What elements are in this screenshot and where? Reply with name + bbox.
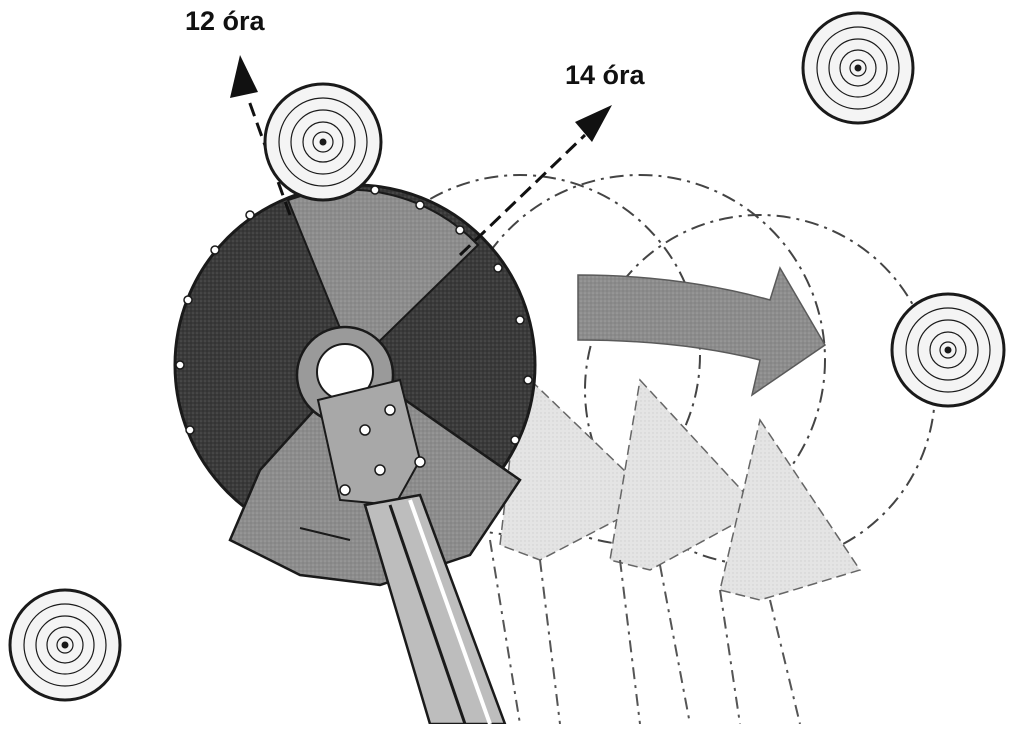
- arrow-14-oclock: [458, 105, 612, 257]
- arrow-12-oclock: [230, 55, 292, 216]
- gear-head: [295, 325, 426, 507]
- tree-log-cross-section-icon: [801, 11, 915, 125]
- label-12-ora: 12 óra: [185, 6, 265, 36]
- ghost-guards: [489, 368, 862, 725]
- tree-log-cross-section-icon: [8, 588, 122, 702]
- tree-log-cross-section-icon: [890, 292, 1006, 408]
- direction-arrow-icon: [577, 266, 826, 397]
- label-14-ora: 14 óra: [565, 60, 645, 90]
- tree-log-cross-section-icon: [263, 82, 383, 202]
